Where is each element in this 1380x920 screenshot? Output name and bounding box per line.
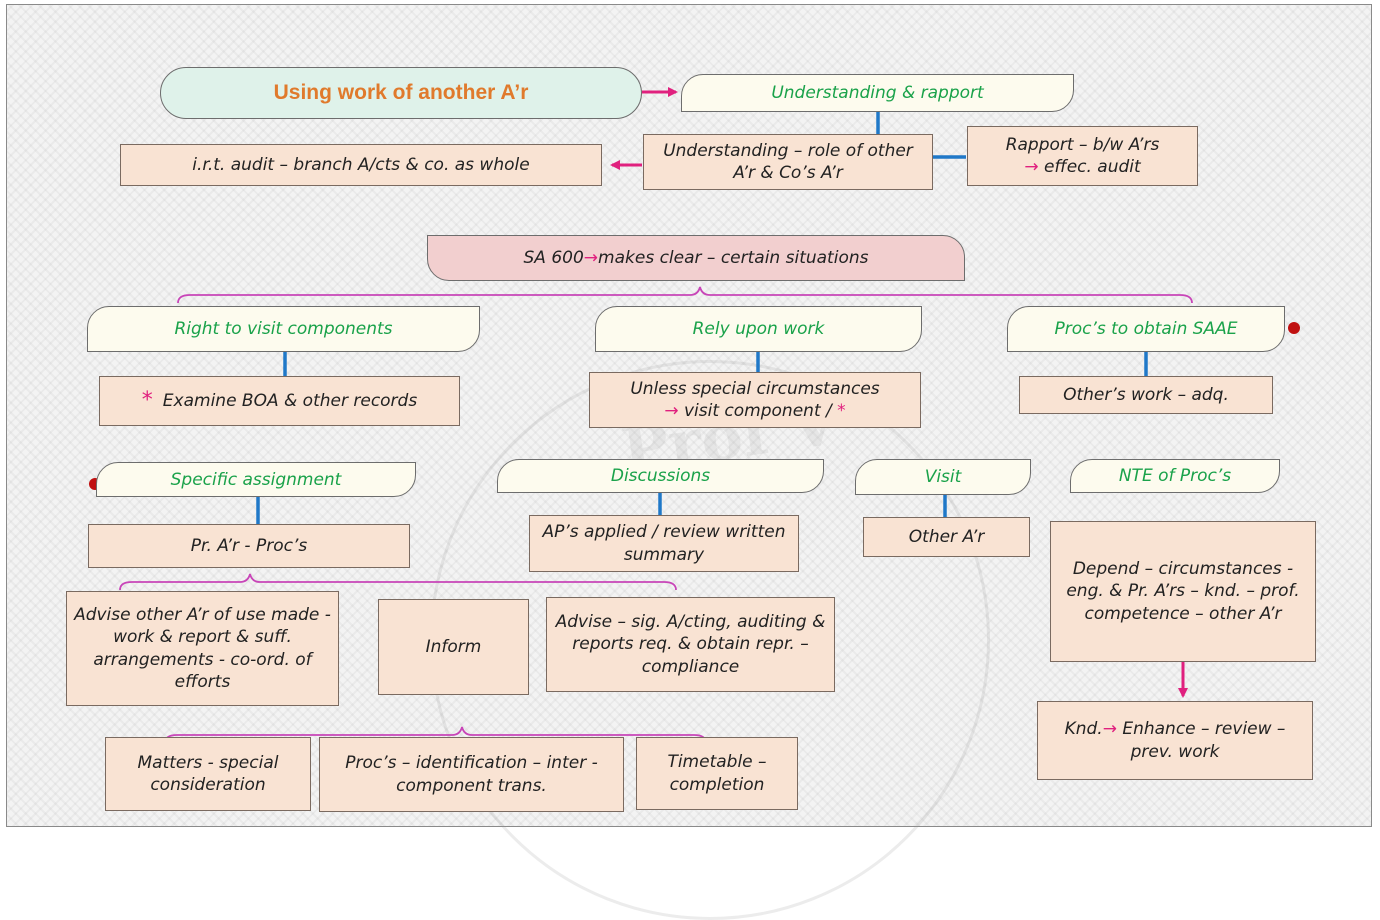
others-work-box: Other’s work – adq. (1019, 376, 1273, 414)
sa600-label: SA 600 (523, 248, 584, 268)
specific-assignment-header: Specific assignment (96, 462, 416, 497)
irt-audit-box: i.r.t. audit – branch A/cts & co. as who… (120, 144, 602, 186)
understanding-rapport-label: Understanding & rapport (771, 83, 984, 103)
visit-label: Visit (924, 467, 962, 487)
rapport-label-2: effec. audit (1043, 157, 1141, 177)
nte-procs-header: NTE of Proc’s (1070, 459, 1280, 493)
unless-label: Unless special circumstances (630, 378, 880, 399)
right-to-visit-label: Right to visit components (174, 319, 393, 339)
specific-assignment-label: Specific assignment (170, 469, 342, 490)
inform-label: Inform (425, 636, 482, 657)
procs-saae-header: Proc’s to obtain SAAE (1007, 306, 1285, 352)
procs-identification-label: Proc’s – identification – inter - compon… (345, 753, 598, 796)
timetable-label: Timetable – completion (667, 752, 767, 795)
arrow-glyph: → (664, 401, 679, 421)
star-icon: * (141, 387, 153, 413)
advise-other-label: Advise other A’r of use made - work & re… (74, 605, 331, 692)
bracket-inform (164, 726, 707, 744)
arrow-glyph: → (1024, 157, 1039, 177)
pr-ar-procs-box: Pr. A’r - Proc’s (88, 524, 410, 568)
rapport-box: Rapport – b/w A’rs → effec. audit (967, 126, 1198, 186)
advise-sig-box: Advise – sig. A/cting, auditing & report… (546, 597, 835, 692)
discussions-header: Discussions (497, 459, 824, 493)
discussions-label: Discussions (610, 466, 711, 486)
nte-procs-label: NTE of Proc’s (1118, 466, 1232, 486)
knd-text: Knd.→ Enhance – review – prev. work (1044, 718, 1306, 762)
unless-box: Unless special circumstances → visit com… (589, 372, 921, 428)
unless-line-2: → visit component / * (664, 400, 845, 422)
advise-other-box: Advise other A’r of use made - work & re… (66, 591, 339, 706)
knd-label: Knd. (1064, 719, 1103, 740)
right-to-visit-header: Right to visit components (87, 306, 480, 352)
pr-ar-procs-label: Pr. A’r - Proc’s (190, 535, 308, 556)
diagram-title: Using work of another A’r (160, 67, 642, 119)
understanding-rapport-header: Understanding & rapport (681, 74, 1074, 112)
bracket-sa600 (177, 286, 1193, 304)
star-icon: * (837, 401, 846, 421)
timetable-box: Timetable – completion (636, 737, 798, 810)
other-ar-box: Other A’r (863, 517, 1030, 557)
inform-box: Inform (378, 599, 529, 695)
other-ar-label: Other A’r (908, 526, 985, 547)
rely-upon-header: Rely upon work (595, 306, 922, 352)
knd-box: Knd.→ Enhance – review – prev. work (1037, 701, 1313, 780)
bracket-pr-procs (119, 573, 677, 591)
others-work-label: Other’s work – adq. (1063, 384, 1229, 405)
matters-label: Matters - special consideration (137, 752, 279, 795)
diagram-title-text: Using work of another A’r (273, 81, 529, 104)
rapport-label: Rapport – b/w A’rs (1005, 134, 1160, 155)
understanding-role-label: Understanding – role of other A’r & Co’s… (663, 140, 913, 183)
knd-label-b: Enhance – review – prev. work (1116, 719, 1286, 762)
aps-applied-label: AP’s applied / review written summary (542, 522, 786, 565)
rely-upon-label: Rely upon work (692, 319, 825, 339)
rapport-line-2: → effec. audit (1024, 156, 1140, 178)
procs-saae-label: Proc’s to obtain SAAE (1054, 319, 1238, 339)
depend-label: Depend – circumstances - eng. & Pr. A’rs… (1066, 559, 1300, 624)
visit-header: Visit (855, 459, 1031, 495)
depend-box: Depend – circumstances - eng. & Pr. A’rs… (1050, 521, 1316, 662)
sa600-box: SA 600→ makes clear – certain situations (427, 235, 965, 281)
matters-box: Matters - special consideration (105, 737, 311, 811)
irt-audit-label: i.r.t. audit – branch A/cts & co. as who… (192, 154, 530, 175)
examine-box: * Examine BOA & other records (99, 376, 460, 426)
red-dot-marker (1288, 322, 1300, 334)
procs-identification-box: Proc’s – identification – inter - compon… (319, 737, 624, 812)
sa600-label-b: makes clear – certain situations (598, 248, 869, 268)
advise-sig-label: Advise – sig. A/cting, auditing & report… (555, 612, 826, 677)
understanding-role-box: Understanding – role of other A’r & Co’s… (643, 134, 933, 190)
unless-label-2: visit component / (678, 401, 838, 421)
arrow-glyph: → (1102, 719, 1117, 740)
aps-applied-box: AP’s applied / review written summary (529, 515, 799, 572)
arrow-glyph: → (583, 248, 599, 268)
examine-label: Examine BOA & other records (162, 390, 418, 411)
connector-layer (119, 87, 1193, 744)
